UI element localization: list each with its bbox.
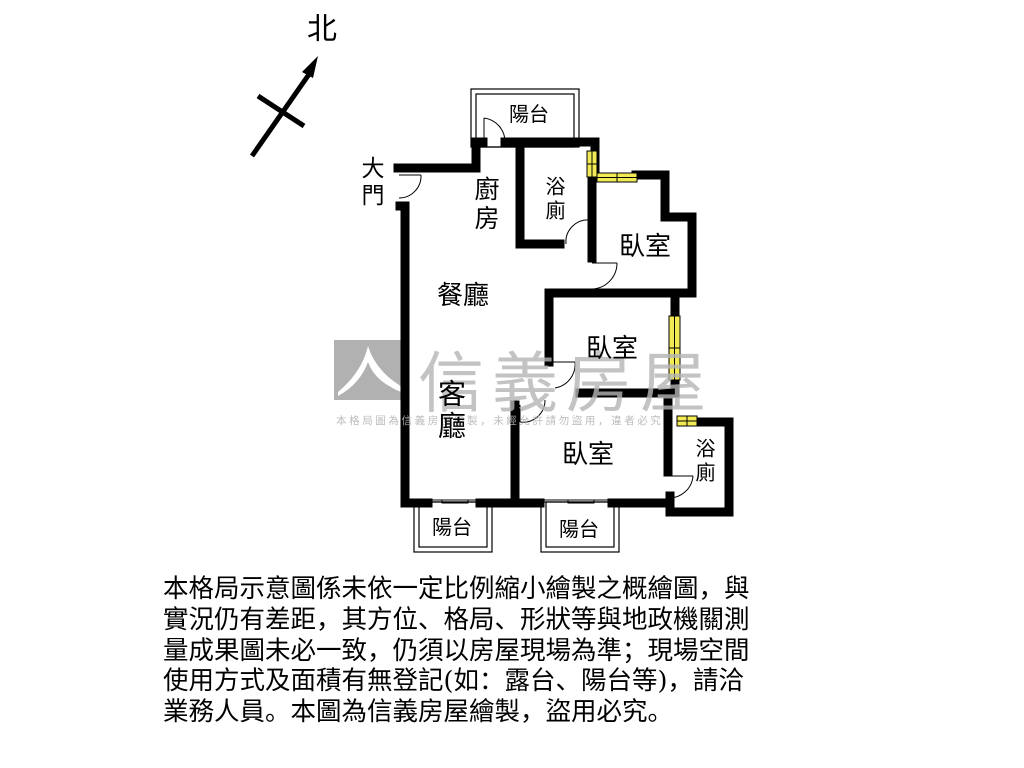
disclaimer-line: 實況仍有差距，其方位、格局、形狀等與地政機關測 <box>163 604 750 635</box>
room-label-kitchen: 廚房 <box>471 176 500 234</box>
disclaimer-line: 使用方式及面積有無登記(如：露台、陽台等)，請洽 <box>163 666 744 697</box>
disclaimer-line: 業務人員。本圖為信義房屋繪製，盜用必究。 <box>163 697 674 728</box>
disclaimer: 本格局示意圖係未依一定比例縮小繪製之概繪圖，與 實況仍有差距，其方位、格局、形狀… <box>163 574 863 728</box>
windows <box>586 150 698 427</box>
disclaimer-line: 本格局示意圖係未依一定比例縮小繪製之概繪圖，與 <box>163 574 750 604</box>
room-label-living: 客廳 <box>434 379 467 443</box>
room-label-bath-right: 浴廁 <box>692 438 716 486</box>
room-label-bedroom-top: 臥室 <box>619 232 672 262</box>
room-label-dining: 餐廳 <box>437 281 490 311</box>
watermark-notice: 本格局圖為信義房屋繪製，未經允許請勿盜用，違者必究 <box>336 415 664 427</box>
disclaimer-line: 量成果圖未必一致，仍須以房屋現場為準；現場空間 <box>163 635 750 666</box>
room-label-balcony-bedroom: 陽台 <box>559 517 599 541</box>
room-label-balcony-living: 陽台 <box>432 515 472 539</box>
north-arrow-icon <box>249 56 318 158</box>
walls <box>393 137 734 517</box>
room-label-bedroom-bottom: 臥室 <box>562 440 615 470</box>
room-label-entrance: 大門 <box>357 156 383 210</box>
room-label-balcony-top: 陽台 <box>509 102 549 126</box>
room-label-bath-top: 浴廁 <box>542 176 566 224</box>
compass-label: 北 <box>307 12 337 47</box>
balcony-outlines <box>413 88 620 553</box>
doors <box>398 117 694 504</box>
floor-plan <box>249 56 734 553</box>
watermark-logo-icon <box>334 340 405 400</box>
watermark-brand: 信義房屋 <box>418 345 714 422</box>
room-label-bedroom-middle: 臥室 <box>586 334 639 364</box>
